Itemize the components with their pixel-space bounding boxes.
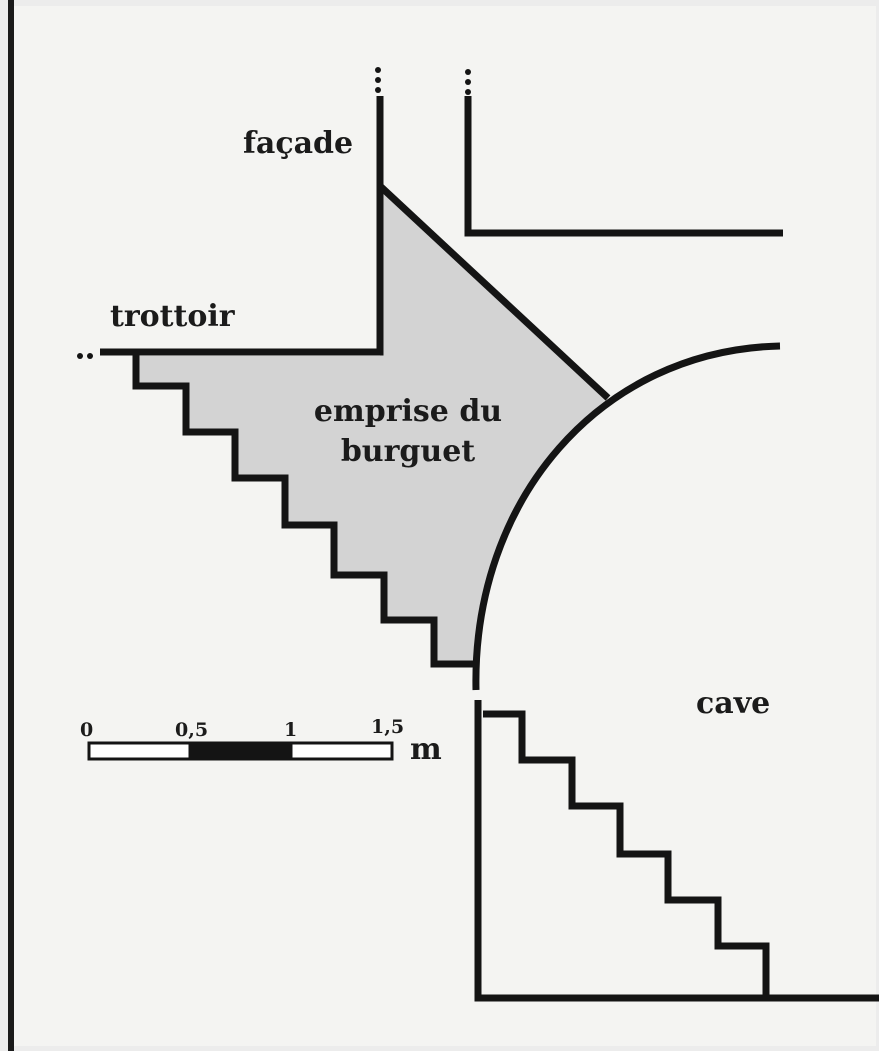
label-emprise-line2: burguet bbox=[340, 434, 476, 469]
scale-tick-0: 0 bbox=[80, 719, 94, 741]
scale-tick-0-5: 0,5 bbox=[175, 719, 209, 741]
left-border-line bbox=[8, 0, 14, 1051]
label-emprise-line1: emprise du bbox=[313, 394, 503, 429]
facade-wall-left bbox=[100, 96, 384, 356]
cave-left-wall bbox=[474, 700, 879, 1002]
label-cave: cave bbox=[696, 686, 771, 721]
label-trottoir: trottoir bbox=[110, 299, 235, 334]
scale-bar bbox=[87, 741, 394, 761]
scale-tick-1: 1 bbox=[284, 719, 298, 741]
scale-unit: m bbox=[410, 732, 442, 767]
upper-staircase bbox=[132, 352, 476, 668]
scale-tick-1-5: 1,5 bbox=[371, 716, 405, 738]
facade-wall-right bbox=[464, 96, 783, 237]
lower-staircase bbox=[483, 710, 770, 998]
cave-arc bbox=[472, 342, 781, 691]
emprise-area bbox=[136, 186, 608, 664]
label-emprise-du-burguet: emprise du burguet bbox=[288, 392, 528, 472]
diagonal-edge bbox=[377, 183, 611, 401]
label-facade: façade bbox=[243, 126, 354, 161]
continuation-dots bbox=[77, 67, 471, 359]
